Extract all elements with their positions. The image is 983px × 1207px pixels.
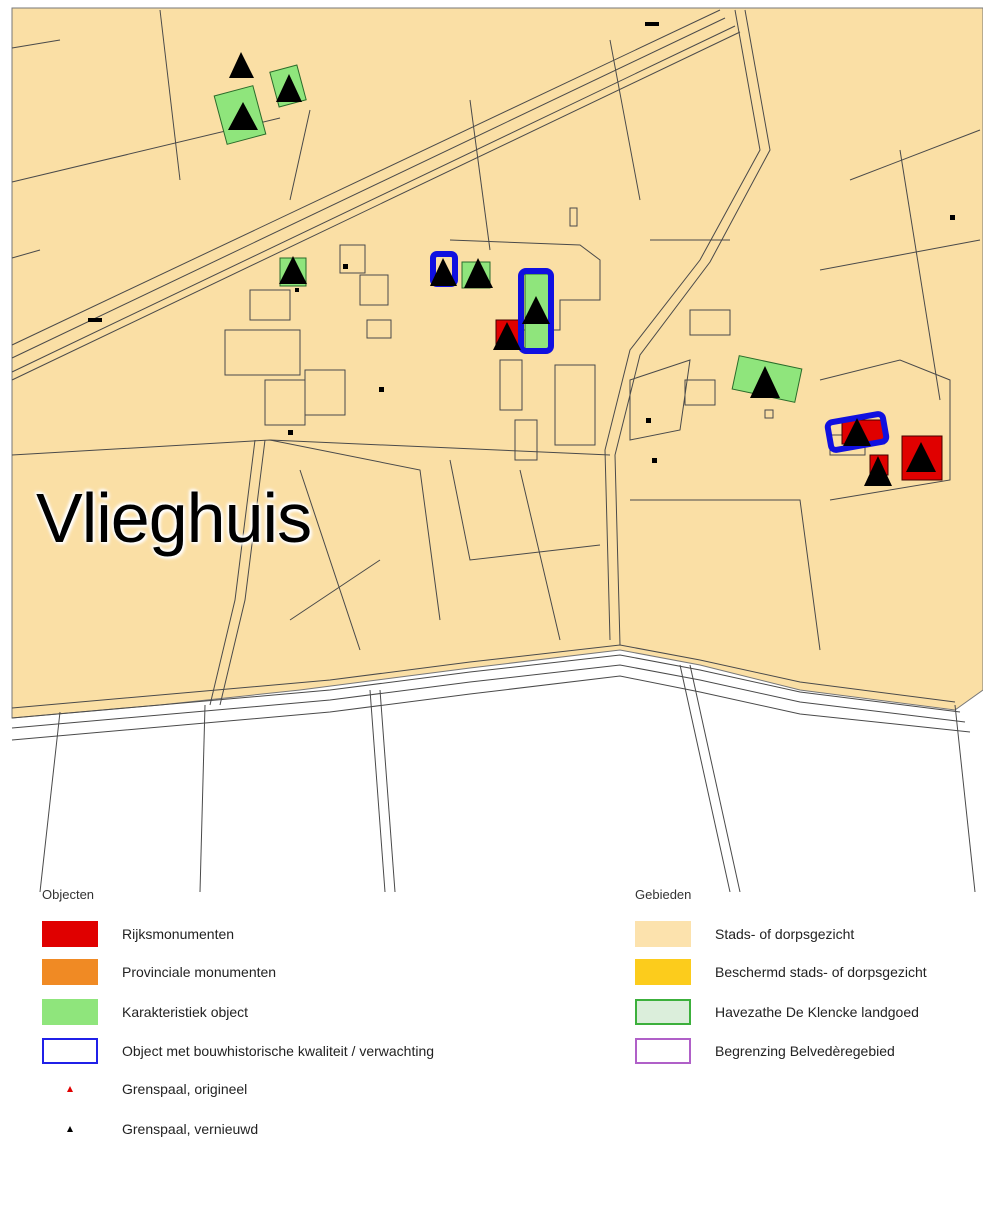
triangle-marker-icon <box>843 418 871 446</box>
triangle-marker-icon <box>67 1126 73 1132</box>
legend-label: Rijksmonumenten <box>122 926 235 942</box>
place-name-label: Vlieghuis <box>36 479 312 557</box>
objects-legend-title: Objecten <box>42 887 95 902</box>
parcel-lines <box>11 9 981 893</box>
legend-label: Begrenzing Belvedèregebied <box>715 1043 895 1059</box>
karakteristiek-swatch <box>42 999 98 1025</box>
provinciale-swatch <box>42 959 98 985</box>
stadsgezicht-swatch <box>635 921 691 947</box>
dot-symbols <box>88 22 955 463</box>
legend-item-rijksmonumenten: Rijksmonumenten <box>42 920 234 948</box>
legend-item-grenspaal-origineel: Grenspaal, origineel <box>42 1075 247 1103</box>
grenspaal-markers <box>228 52 936 486</box>
rijksmonumenten-swatch <box>42 921 98 947</box>
triangle-marker-icon <box>750 366 780 398</box>
triangle-marker-icon <box>493 322 521 350</box>
triangle-marker-icon <box>279 256 307 284</box>
legend-label: Beschermd stads- of dorpsgezicht <box>715 964 927 980</box>
legend-label: Havezathe De Klencke landgoed <box>715 1004 919 1020</box>
legend-item-grenspaal-vernieuwd: Grenspaal, vernieuwd <box>42 1115 258 1143</box>
legend-item-havezathe: Havezathe De Klencke landgoed <box>635 998 919 1026</box>
triangle-marker-icon <box>229 52 254 78</box>
beschermd-swatch <box>635 959 691 985</box>
legend-label: Karakteristiek object <box>122 1004 249 1020</box>
legend-item-stadsgezicht: Stads- of dorpsgezicht <box>635 920 854 948</box>
legend-item-karakteristiek: Karakteristiek object <box>42 998 248 1026</box>
legend-label: Provinciale monumenten <box>122 964 277 980</box>
triangle-marker-icon <box>906 442 936 472</box>
legend-label: Object met bouwhistorische kwaliteit / v… <box>122 1043 435 1059</box>
legend-item-belvedere: Begrenzing Belvedèregebied <box>635 1037 895 1065</box>
legend-item-provinciale: Provinciale monumenten <box>42 958 276 986</box>
triangle-marker-icon <box>67 1086 73 1092</box>
dorpsgezicht-area <box>11 7 983 719</box>
triangle-marker-icon <box>430 258 457 286</box>
triangle-marker-icon <box>864 456 892 486</box>
areas-legend-title: Gebieden <box>635 887 692 902</box>
belvedere-swatch <box>635 1038 691 1064</box>
legend-item-beschermd: Beschermd stads- of dorpsgezicht <box>635 958 927 986</box>
triangle-marker-icon <box>228 102 258 130</box>
map-svg <box>11 7 983 893</box>
map-canvas[interactable]: Vlieghuis <box>0 0 983 893</box>
legend-label: Grenspaal, vernieuwd <box>122 1121 259 1137</box>
triangle-marker-icon <box>276 74 302 102</box>
legend-label: Grenspaal, origineel <box>122 1081 248 1097</box>
legend-label: Stads- of dorpsgezicht <box>715 926 855 942</box>
havezathe-swatch <box>635 999 691 1025</box>
triangle-marker-icon <box>522 296 550 324</box>
triangle-marker-icon <box>464 258 493 288</box>
bouwhistorisch-swatch <box>42 1038 98 1064</box>
legend-item-bouwhistorisch: Object met bouwhistorische kwaliteit / v… <box>42 1037 434 1065</box>
